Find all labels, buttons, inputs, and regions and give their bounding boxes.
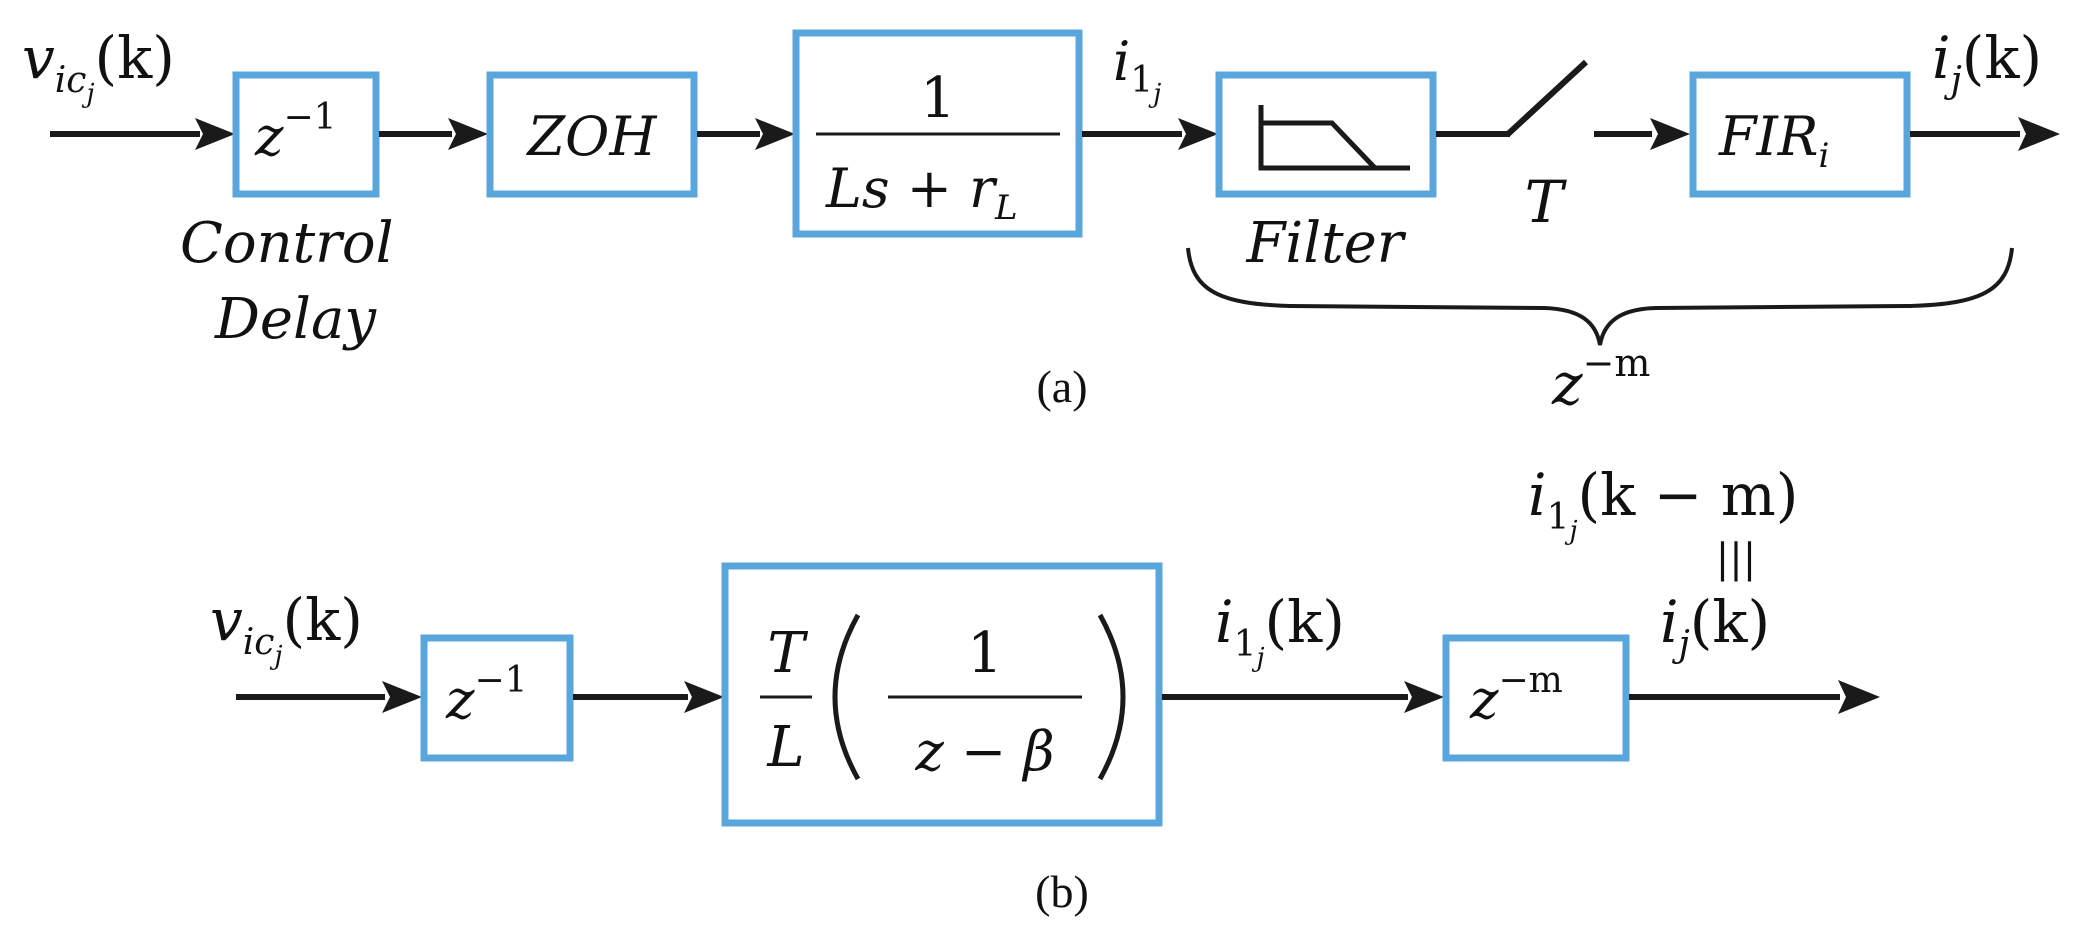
a-arrowhead-zoh (448, 118, 488, 150)
b-plant-inner-denominator: z − β (914, 720, 1054, 783)
a-fir-block (1689, 71, 1911, 198)
lowpass-filter-icon (1258, 105, 1410, 171)
a-sampler-label: T (1525, 168, 1568, 236)
a-plant-output-label: i1j (1113, 30, 1161, 109)
b-plant-outer-numerator: T (767, 621, 808, 686)
b-caption: (b) (1035, 866, 1089, 917)
a-zoh-block (486, 71, 698, 198)
a-filter-caption: Filter (1245, 211, 1406, 276)
a-group-brace (1186, 247, 2014, 346)
a-fir-label: FIRi (1718, 105, 1829, 176)
diagram-a: vicj(k) z−1 Control Delay ZOH 1 Ls + rL … (22, 24, 2060, 418)
b-arrowhead-output (1838, 680, 1880, 714)
a-caption: (a) (1036, 361, 1087, 412)
b-delay-m-block (1442, 634, 1630, 762)
a-output-label: ij(k) (1932, 24, 2042, 101)
diagram-b: vicj(k) z−1 T L 1 z − β i1j(k) (210, 461, 1880, 917)
a-input-label: vicj(k) (22, 24, 175, 109)
a-zoh-label: ZOH (526, 105, 658, 168)
a-delay-caption-delay: Delay (214, 287, 377, 352)
a-arrowhead-filter (1178, 118, 1218, 150)
a-plant-denominator: Ls + rL (825, 157, 1018, 228)
b-delay-block-label: z−1 (445, 660, 528, 731)
a-delay-block (232, 71, 380, 198)
b-plant-left-paren (832, 613, 861, 781)
a-filter-block (1215, 71, 1437, 198)
b-arrowhead-delaym (1404, 681, 1444, 713)
b-plant-inner-numerator: 1 (967, 621, 1003, 686)
b-equiv-symbol: ||| (1716, 536, 1756, 582)
a-brace-label: z−m (1551, 341, 1650, 418)
a-plant-numerator: 1 (920, 66, 956, 131)
b-plant-outer-denominator: L (766, 715, 804, 780)
a-arrowhead-fir (1650, 118, 1690, 150)
a-delay-block-label: z−1 (254, 97, 337, 168)
b-plant-block (721, 562, 1163, 827)
a-delay-caption-control: Control (180, 211, 394, 276)
a-arrowhead-output (2018, 117, 2060, 151)
a-plant-block (792, 29, 1083, 238)
b-delay-m-label: z−m (1469, 660, 1563, 731)
b-delay-block (420, 634, 574, 762)
b-plant-right-paren (1097, 613, 1126, 781)
a-arrowhead-plant (755, 118, 795, 150)
sampler-switch-icon (1505, 59, 1589, 137)
b-arrowhead-plant (684, 681, 724, 713)
a-arrowhead-input (195, 118, 235, 150)
b-arrowhead-input (382, 681, 422, 713)
b-input-label: vicj(k) (210, 586, 363, 671)
b-plant-output-label: i1j(k) (1215, 588, 1345, 673)
b-output-top-label: i1j(k − m) (1528, 461, 1798, 546)
b-output-label: ij(k) (1660, 588, 1770, 665)
